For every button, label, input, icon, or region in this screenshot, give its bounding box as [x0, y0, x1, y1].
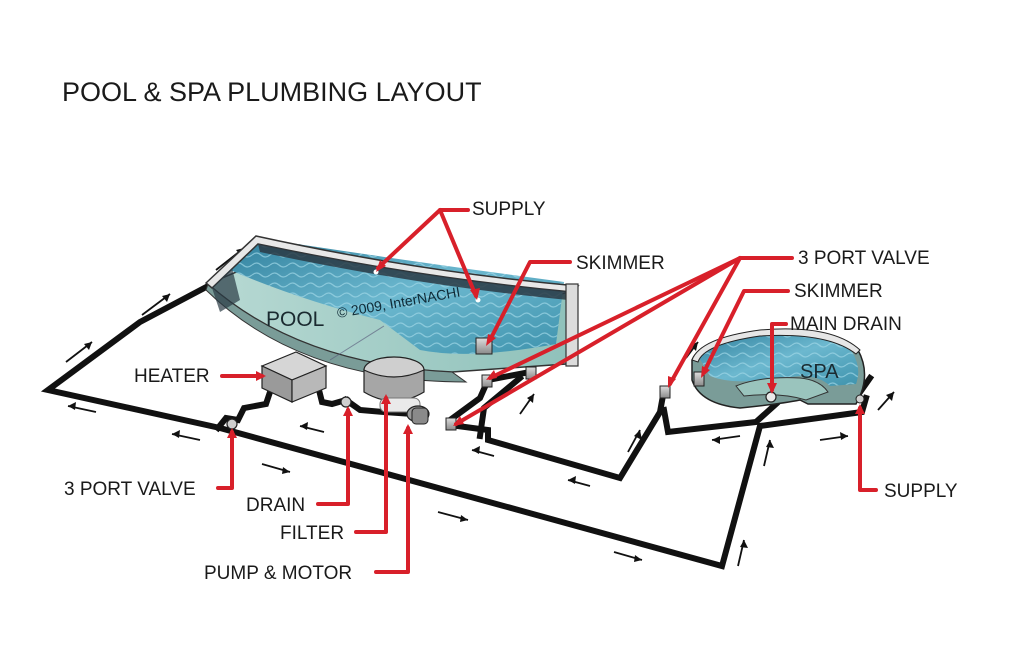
drain-valve: [340, 396, 352, 408]
page-title: POOL & SPA PLUMBING LAYOUT: [62, 77, 482, 107]
label-3-port-valve-left: 3 PORT VALVE: [64, 479, 196, 500]
label-drain: DRAIN: [246, 495, 305, 516]
label-pump-motor: PUMP & MOTOR: [204, 563, 352, 584]
label-supply-spa: SUPPLY: [884, 481, 958, 502]
pool-label: POOL: [266, 308, 324, 331]
label-supply-top: SUPPLY: [472, 199, 546, 220]
label-3-port-valve-right: 3 PORT VALVE: [798, 248, 930, 269]
spa-label: SPA: [800, 361, 839, 383]
heater: [260, 351, 328, 403]
equipment: [226, 351, 671, 431]
labels: SUPPLY SKIMMER 3 PORT VALVE SKIMMER MAIN…: [64, 199, 958, 584]
label-skimmer-spa: SKIMMER: [794, 281, 883, 302]
pointers: [216, 208, 878, 574]
flow-arrows: [65, 247, 895, 567]
valve-spa: [659, 385, 671, 399]
valve-right-b: [481, 374, 493, 388]
valve-left: [226, 418, 238, 430]
label-main-drain: MAIN DRAIN: [790, 314, 902, 335]
label-skimmer-pool: SKIMMER: [576, 253, 665, 274]
spa-skimmer: [693, 371, 705, 387]
label-heater: HEATER: [134, 366, 210, 387]
label-filter: FILTER: [280, 523, 344, 544]
pump-motor: [406, 405, 430, 425]
spa: SPA: [691, 328, 866, 409]
spa-main-drain: [765, 391, 777, 403]
pool: POOL © 2009, InterNACHI: [204, 235, 580, 383]
filter: [363, 356, 425, 413]
